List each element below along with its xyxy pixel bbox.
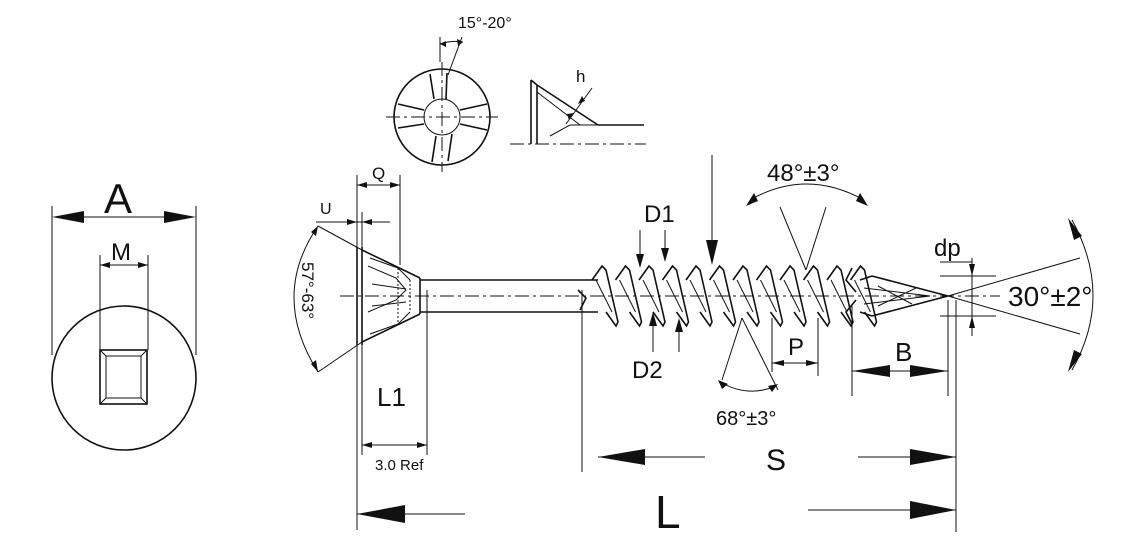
thread-angle-bottom-label: 68°±3° [716, 408, 776, 430]
thread-crest [802, 264, 831, 328]
q-label: Q [372, 164, 385, 183]
thread-root-line [642, 279, 660, 313]
head-outline-circle [51, 305, 197, 451]
thread-root-line [854, 279, 871, 313]
rib-angle-label: 15°-20° [458, 15, 512, 32]
screw-thread-side [577, 264, 878, 328]
thread-length-label: S [766, 444, 786, 477]
thread-crest [661, 264, 690, 328]
thread-crest [826, 264, 854, 328]
head-top-view: A M [51, 175, 197, 451]
thread-root-line [783, 279, 801, 313]
length-label: L [655, 486, 681, 538]
thread-root-line [619, 279, 636, 313]
thread-crest [638, 264, 666, 328]
ref-label: 3.0 Ref [375, 457, 424, 474]
thread-root-line [666, 279, 683, 313]
thread-crest [779, 264, 807, 328]
thread-root-line [760, 279, 777, 313]
thread-root-line [713, 279, 730, 313]
thread-crest [732, 264, 760, 328]
point-length-label: B [895, 337, 912, 367]
thread-root-line [736, 279, 754, 313]
screw-point-side [845, 267, 949, 325]
overall-dimensions: S L [356, 290, 957, 538]
head-angle-label: 57°-63° [298, 262, 317, 319]
thread-crest [708, 264, 737, 328]
thread-dimensions: D1 D2 48°±3° 68°±3° P [632, 155, 868, 430]
thread-root-line [807, 279, 824, 313]
thread-crest [755, 264, 784, 328]
thread-crest [849, 264, 878, 328]
thread-angle-top-label: 48°±3° [767, 160, 839, 187]
point-dimensions: B dp 30°±2° [851, 218, 1094, 396]
thread-crest [614, 264, 643, 328]
thread-crest [685, 264, 713, 328]
rib-detail-view: 15°-20° [386, 15, 512, 172]
l1-label: L1 [377, 382, 406, 412]
pitch-label: P [788, 334, 804, 361]
rib-height-profile: h [510, 67, 646, 145]
thread-root-line [689, 279, 707, 313]
square-recess-inner [105, 355, 142, 399]
screw-shank-side [340, 279, 1000, 313]
thread-root-line [830, 279, 848, 313]
head-diameter-label: A [104, 175, 132, 222]
point-angle-label: 30°±2° [1008, 281, 1092, 312]
d1-label: D1 [644, 201, 675, 228]
point-depth-label: dp [934, 235, 961, 262]
thread-crest [591, 264, 619, 328]
rib-height-label: h [576, 67, 585, 86]
recess-size-label: M [111, 239, 131, 266]
u-label: U [320, 201, 332, 218]
d2-label: D2 [632, 357, 663, 384]
square-recess [99, 349, 148, 405]
head-dimensions: Q U 57°-63° L1 3.0 Ref [293, 164, 428, 474]
thread-root-line [595, 279, 613, 313]
